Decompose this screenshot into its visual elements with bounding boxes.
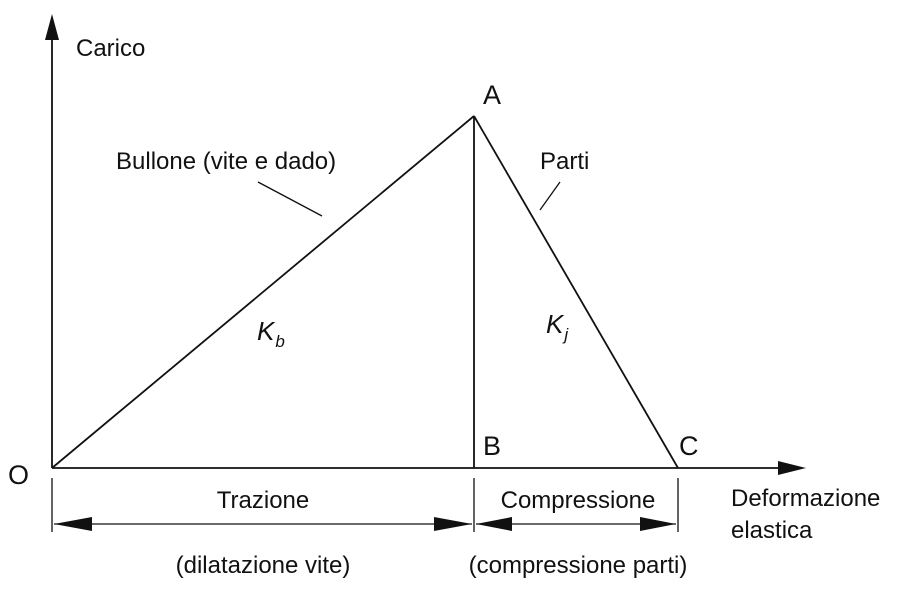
tension-label: Trazione (217, 487, 309, 514)
x-axis-arrowhead (778, 461, 806, 475)
compression-arrow-left (476, 517, 512, 531)
y-axis-arrowhead (45, 14, 59, 40)
kj-stiffness-label: Kj (546, 309, 569, 344)
tension-arrow-right (434, 517, 472, 531)
bolt-leader-line (257, 181, 323, 217)
parts-leader-line (539, 181, 561, 211)
tension-arrow-left (54, 517, 92, 531)
point-o-label: O (8, 460, 29, 490)
parts-stiffness-line (473, 115, 679, 469)
compression-label: Compressione (501, 487, 656, 514)
compression-note: (compressione parti) (469, 552, 688, 579)
x-axis-label-line2: elastica (731, 517, 813, 544)
y-axis-label: Carico (76, 35, 145, 62)
bolt-label: Bullone (vite e dado) (116, 148, 336, 175)
kj-main: K (546, 309, 565, 339)
compression-arrow-right (640, 517, 676, 531)
tension-note: (dilatazione vite) (176, 552, 351, 579)
x-axis-label-line1: Deformazione (731, 485, 880, 512)
point-b-label: B (483, 431, 501, 461)
parts-label: Parti (540, 148, 589, 175)
kj-subscript: j (562, 325, 569, 344)
kb-main: K (257, 316, 276, 346)
kb-stiffness-label: Kb (257, 316, 285, 351)
point-c-label: C (679, 431, 699, 461)
kb-subscript: b (275, 332, 284, 351)
bolt-stiffness-line (51, 115, 475, 469)
point-a-label: A (483, 80, 501, 110)
